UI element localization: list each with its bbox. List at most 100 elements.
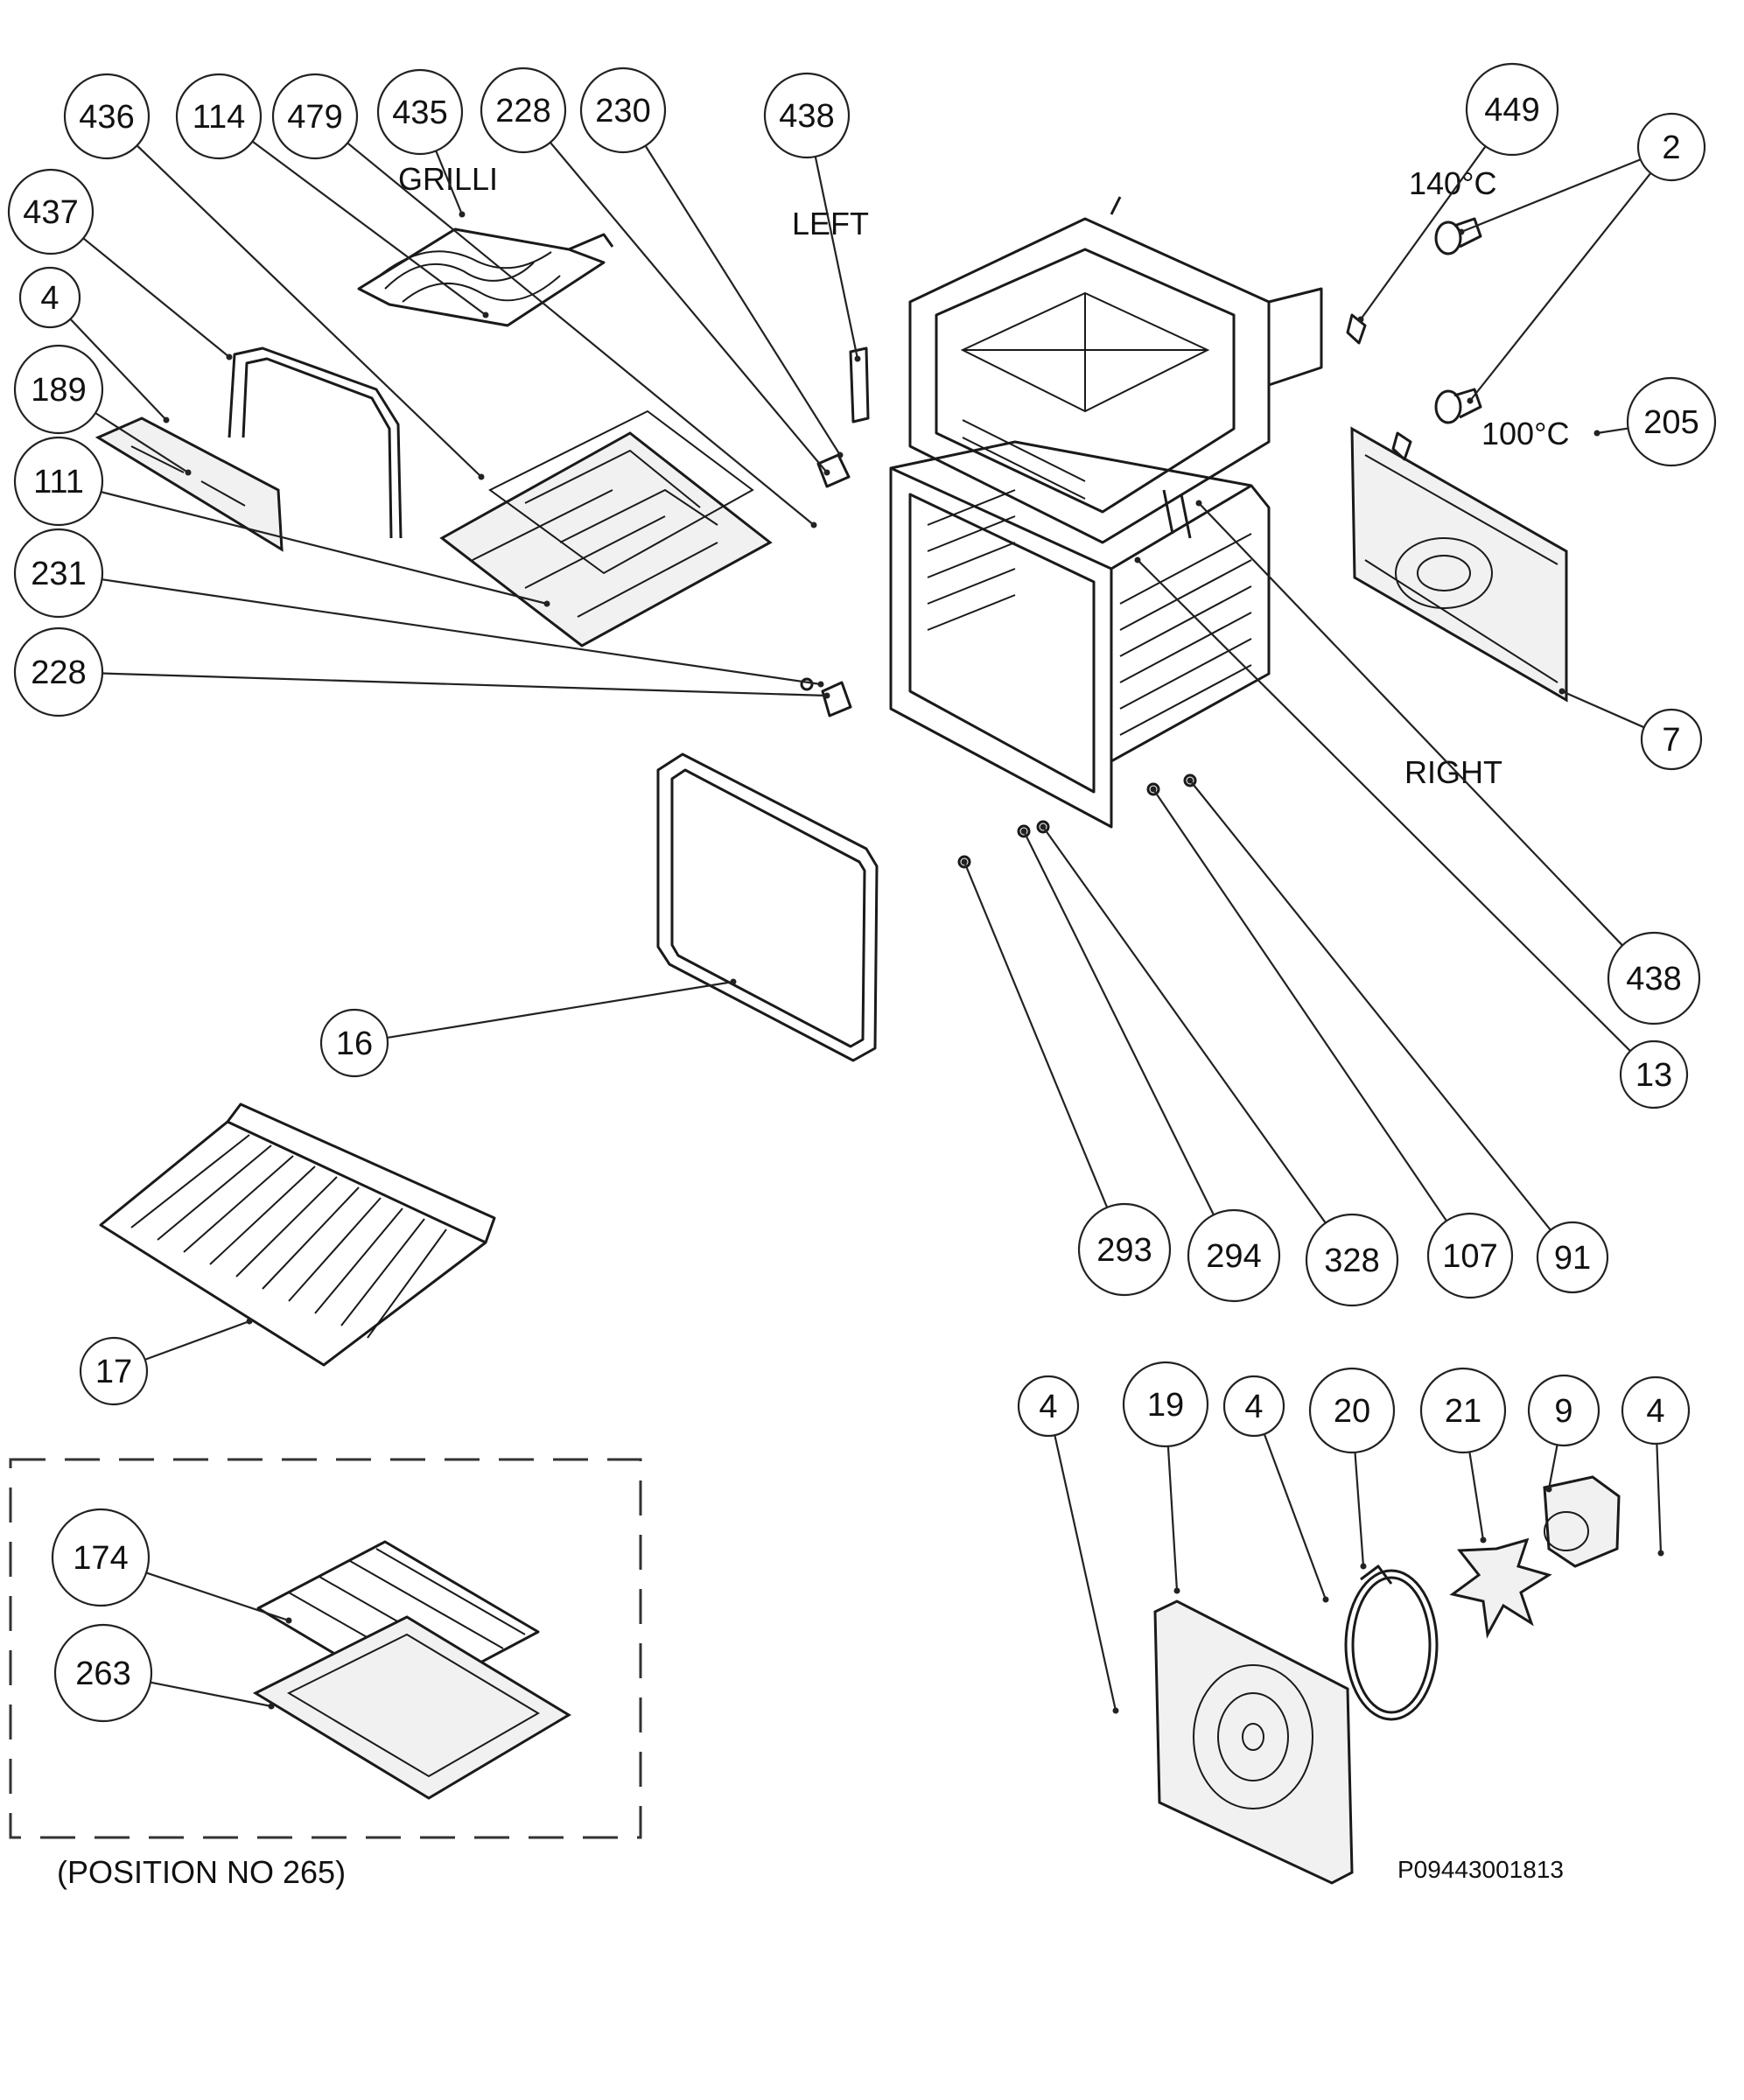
lamp-upper-drawing	[1434, 217, 1482, 256]
callout-number: 231	[31, 556, 86, 592]
leader-arrow-tip	[246, 1318, 253, 1325]
leader-arrow-tip	[285, 1617, 292, 1624]
leader-arrow-tip	[1357, 316, 1364, 323]
callout-number: 228	[31, 654, 86, 691]
leader-line	[144, 1320, 250, 1361]
callout-number: 91	[1554, 1240, 1591, 1277]
callout-circle	[480, 66, 567, 154]
callout-19-28: 19	[1122, 1361, 1209, 1594]
callout-circle	[376, 68, 464, 156]
callout-circle	[1122, 1361, 1209, 1448]
callout-7-17: 7	[1558, 688, 1703, 771]
leader-line	[1054, 1434, 1117, 1712]
callout-438-7: 438	[763, 72, 861, 362]
callout-number: 189	[31, 372, 86, 409]
callout-circle	[319, 1008, 389, 1078]
leader-arrow-tip	[854, 355, 861, 362]
callout-number: 21	[1445, 1393, 1481, 1430]
leader-line	[69, 318, 167, 421]
wire-shelf-drawing	[99, 1102, 496, 1367]
leader-arrow-tip	[478, 473, 485, 480]
leader-line	[82, 237, 230, 358]
callout-circle	[13, 626, 104, 718]
leader-arrow-tip	[1020, 828, 1027, 835]
callout-number: 228	[495, 93, 550, 130]
leader-arrow-tip	[1322, 1596, 1329, 1603]
thermostat-100-drawing	[1391, 431, 1412, 461]
callout-205-16: 205	[1593, 376, 1717, 467]
leader-arrow-tip	[1657, 1550, 1664, 1557]
callout-number: 9	[1554, 1393, 1572, 1430]
callout-number: 4	[1646, 1393, 1664, 1430]
callout-number: 449	[1484, 92, 1539, 129]
leader-arrow-tip	[1134, 556, 1141, 564]
leader-line	[644, 145, 841, 456]
fan-motor-drawing	[1543, 1475, 1621, 1568]
callout-circle	[271, 73, 359, 160]
leader-line	[1469, 172, 1652, 402]
upper-cavity-drawing	[908, 196, 1323, 544]
thermostat-100-label: 100°C	[1481, 416, 1569, 452]
callout-circle	[1636, 112, 1706, 182]
callout-2-9: 2	[1458, 112, 1706, 404]
callout-circle	[1426, 1212, 1514, 1299]
leader-line	[101, 491, 548, 606]
leader-line	[136, 144, 482, 478]
callout-231-14: 231	[13, 528, 824, 688]
door-seal-top-drawing	[228, 346, 403, 539]
callout-number: 2	[1662, 130, 1680, 166]
callout-4-11: 4	[18, 266, 170, 424]
callout-circle	[13, 528, 104, 619]
leader-arrow-tip	[1187, 777, 1194, 784]
callout-circle	[13, 344, 104, 435]
leader-line	[1360, 145, 1487, 320]
callout-328-23: 328	[1040, 823, 1399, 1307]
callout-436-1: 436	[63, 73, 485, 480]
leader-line	[102, 672, 828, 697]
callout-circle	[1465, 62, 1559, 157]
leader-arrow-tip	[1195, 500, 1202, 507]
leader-arrow-tip	[1545, 1486, 1552, 1493]
top-trim-panel-drawing	[95, 416, 284, 552]
callout-circle	[18, 266, 81, 329]
callout-circle	[1626, 376, 1717, 467]
leader-arrow-tip	[1173, 1587, 1180, 1594]
leader-arrow-tip	[810, 522, 817, 528]
leader-line	[1547, 1445, 1558, 1490]
callout-circle	[1222, 1375, 1285, 1438]
callout-number: 4	[1244, 1389, 1263, 1425]
callout-number: 111	[33, 464, 84, 500]
callout-circle	[175, 73, 263, 160]
callout-circle	[79, 1336, 149, 1406]
leader-line	[1596, 427, 1628, 435]
leader-line	[1656, 1443, 1663, 1554]
leader-line	[963, 861, 1109, 1208]
callout-number: 328	[1324, 1242, 1379, 1279]
leader-arrow-tip	[543, 600, 550, 607]
callout-number: 16	[336, 1026, 373, 1062]
leader-line	[102, 578, 822, 686]
leader-line	[1189, 780, 1551, 1231]
leader-line	[145, 1572, 290, 1622]
leader-line	[1152, 788, 1447, 1222]
grill-element-drawing	[357, 228, 614, 327]
callout-circle	[763, 72, 851, 159]
reflector-plate-drawing	[439, 410, 773, 648]
leader-line	[387, 980, 734, 1040]
callout-16-20: 16	[319, 978, 737, 1078]
leader-arrow-tip	[823, 469, 830, 476]
callout-circle	[7, 168, 95, 256]
callout-437-10: 437	[7, 168, 233, 360]
callout-189-12: 189	[13, 344, 192, 476]
leader-line	[251, 140, 487, 316]
callout-9-32: 9	[1527, 1374, 1600, 1493]
leader-line	[1023, 830, 1215, 1215]
callout-number: 230	[595, 93, 650, 130]
callout-circle	[579, 66, 667, 154]
leader-arrow-tip	[268, 1703, 275, 1710]
callout-number: 436	[79, 99, 134, 136]
leader-line	[1263, 1433, 1327, 1600]
callout-circle	[1419, 1367, 1507, 1454]
bracket-228-lower-drawing	[821, 681, 852, 718]
callout-number: 4	[1039, 1389, 1057, 1425]
